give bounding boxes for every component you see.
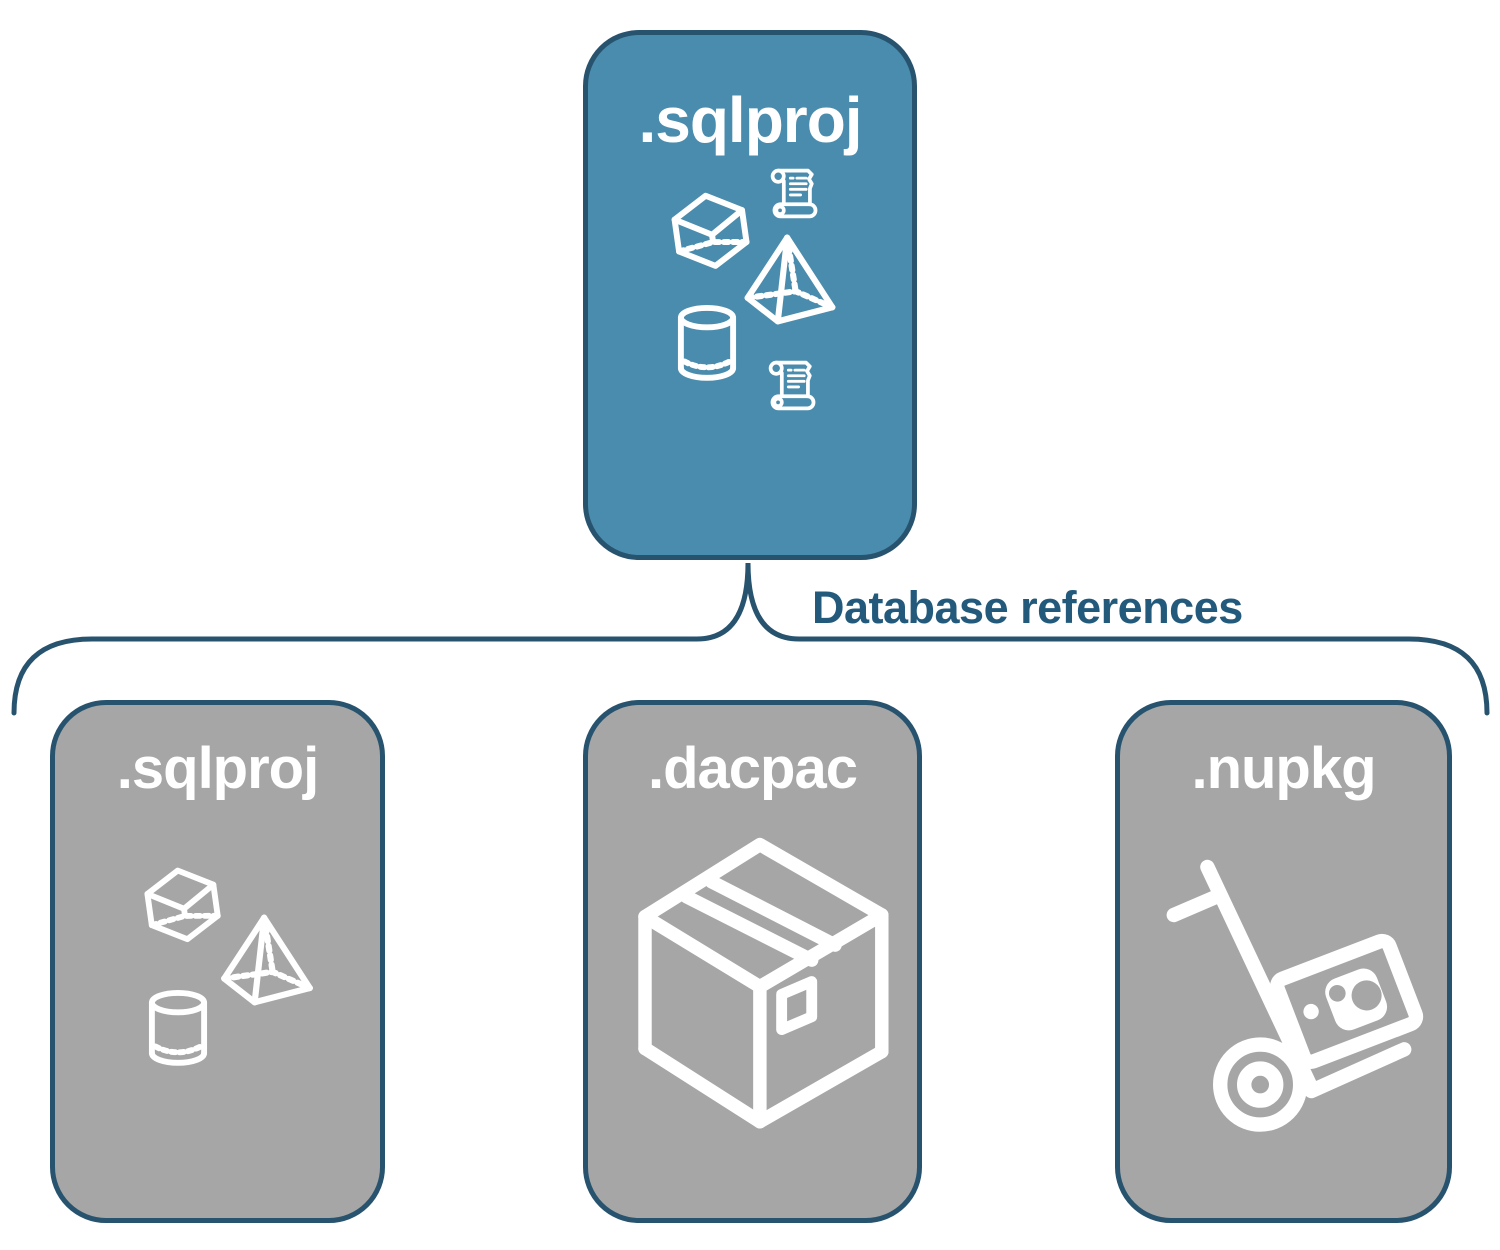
package-box-icon <box>638 837 889 1129</box>
node-child-nupkg: .nupkg <box>1115 700 1452 1223</box>
node-child-dacpac: .dacpac <box>583 700 922 1223</box>
nuget-hand-truck-icon <box>1166 859 1424 1132</box>
node-child-sqlproj: .sqlproj <box>50 700 385 1223</box>
scroll-icon <box>770 168 818 219</box>
pyramid-icon <box>221 914 313 1006</box>
edge-label: Database references <box>812 582 1243 633</box>
cylinder-icon <box>677 305 737 381</box>
scroll-icon <box>768 360 816 411</box>
node-root-sqlproj: .sqlproj <box>583 30 917 560</box>
child-node-label: .dacpac <box>648 736 858 801</box>
cube-icon <box>144 867 221 943</box>
child-node-label: .nupkg <box>1191 736 1376 801</box>
pyramid-icon <box>744 234 836 325</box>
cube-icon <box>671 192 750 269</box>
root-node-label: .sqlproj <box>638 84 862 156</box>
cylinder-icon <box>148 990 208 1066</box>
child-node-label: .sqlproj <box>116 736 319 801</box>
